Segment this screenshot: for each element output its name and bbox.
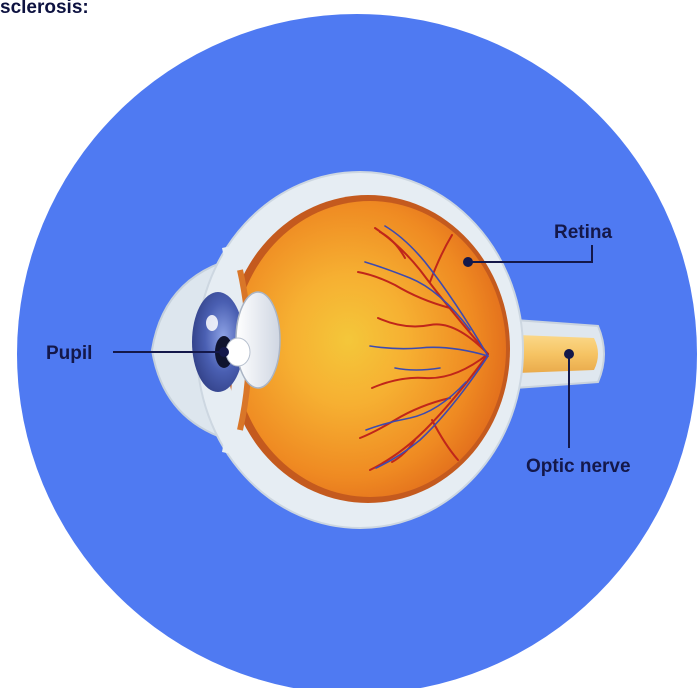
label-pupil: Pupil bbox=[46, 343, 92, 364]
retina-marker bbox=[463, 257, 473, 267]
label-optic-nerve: Optic nerve bbox=[526, 456, 631, 477]
label-retina: Retina bbox=[554, 222, 613, 243]
pupil-marker bbox=[219, 347, 229, 357]
